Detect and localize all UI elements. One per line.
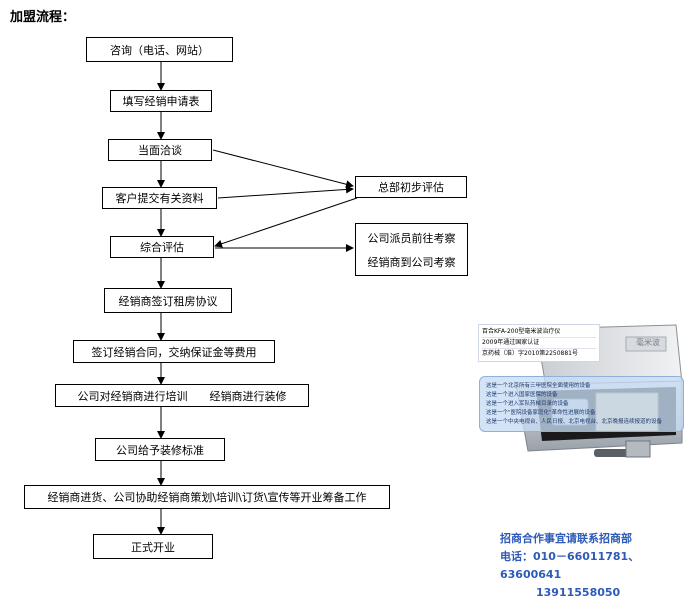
step-decor-standard: 公司给予装修标准 [95,438,225,461]
step-lease: 经销商签订租房协议 [104,288,232,313]
contact-phone: 电话：010－66011781、63600641 [500,550,640,581]
feature-2: 这是一个进入国家医保的设备 [486,392,558,398]
feature-5: 这是一个中央电视台、人民日报、北京电视台、北京晚报连续报道的设备 [486,419,663,425]
arrow-talk-hq [212,149,354,189]
site-visit-2: 经销商到公司考察 [367,255,456,269]
contact-heading: 招商合作事宜请联系招商部 [500,532,632,545]
step-fill-form: 填写经销申请表 [110,90,212,112]
step-hq-eval: 总部初步评估 [355,176,467,198]
step-talk: 当面洽谈 [108,139,212,161]
feature-4: 这是一个"医院设备家庭化"革命性进展的设备 [486,410,596,416]
step-prepare: 经销商进货、公司协助经销商策划\培训\订货\宣传等开业筹备工作 [24,485,390,509]
step-open: 正式开业 [93,534,213,559]
feature-1: 这是一个北京所有三甲医院全面使用的设备 [486,383,591,389]
spec-model: 百合KFA-200型毫米波治疗仪 [482,327,596,338]
step-contract: 签订经销合同，交纳保证金等费用 [73,340,275,363]
step-submit-docs: 客户提交有关资料 [102,187,217,209]
contact-mobile: 13911558050 [536,586,621,599]
product-brand: 毫米波 [636,338,660,347]
product-spec-card: 百合KFA-200型毫米波治疗仪 2009年通过国家认证 京药械（准）字2010… [478,324,600,362]
site-visit-1: 公司派员前往考察 [367,231,456,245]
spec-license: 京药械（准）字2010第2250881号 [482,350,578,357]
arrow-submit-hq [217,185,354,199]
step-overall-eval: 综合评估 [110,236,214,258]
contact-block: 招商合作事宜请联系招商部 电话：010－66011781、63600641 13… [500,530,695,602]
product-feature-list: 这是一个北京所有三甲医院全面使用的设备 这是一个进入国家医保的设备 这是一个进入… [479,376,684,432]
page-title: 加盟流程： [10,10,76,25]
step-consult: 咨询（电话、网站） [86,37,233,62]
arrow-hq-overall [214,197,358,248]
feature-3: 这是一个进入军队药械目录的设备 [486,401,569,407]
step-training: 公司对经销商进行培训 经销商进行装修 [55,384,309,407]
spec-cert: 2009年通过国家认证 [482,338,596,349]
step-site-visits: 公司派员前往考察 经销商到公司考察 [355,223,468,276]
